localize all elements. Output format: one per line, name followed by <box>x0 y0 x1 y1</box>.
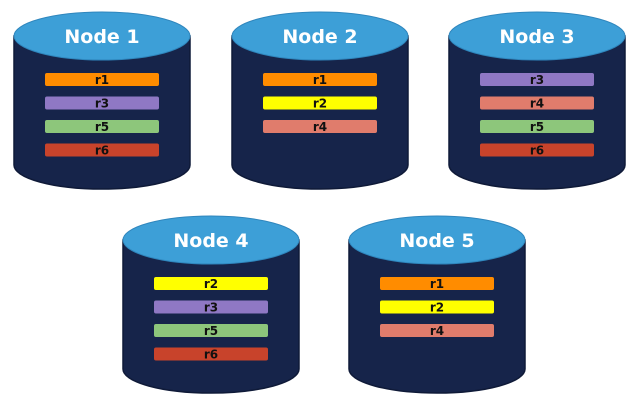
replica-bar-r1: r1 <box>263 73 377 87</box>
replica-label: r2 <box>313 97 327 111</box>
replica-label: r6 <box>204 348 218 362</box>
node-1-cylinder: Node 1 r1 r3 r5 r6 <box>13 11 191 190</box>
replica-label: r3 <box>204 301 218 315</box>
replica-bar-fill <box>380 277 494 290</box>
replica-label: r3 <box>95 97 109 111</box>
replica-bar-r3: r3 <box>45 96 159 111</box>
node-2-cylinder: Node 2 r1 r2 r4 <box>231 11 409 190</box>
node-title: Node 4 <box>173 230 248 252</box>
replica-bar-r4: r4 <box>480 96 594 111</box>
replica-label: r1 <box>95 73 109 87</box>
replica-label: r5 <box>530 120 544 134</box>
cylinder-top <box>13 11 191 61</box>
replica-bar-r1: r1 <box>45 73 159 87</box>
replica-bar-fill <box>263 73 377 86</box>
replica-bar-r5: r5 <box>45 120 159 134</box>
replica-bar-fill <box>45 96 159 110</box>
node-5-cylinder: Node 5 r1 r2 r4 <box>348 215 526 394</box>
replica-bar-fill <box>480 96 594 110</box>
replica-label: r2 <box>204 277 218 291</box>
replica-bar-r3: r3 <box>480 73 594 87</box>
cylinder-top <box>448 11 626 61</box>
node-4-cylinder: Node 4 r2 r3 r5 r6 <box>122 215 300 394</box>
node-title: Node 1 <box>64 26 139 48</box>
replica-label: r6 <box>95 144 109 158</box>
replica-bar-fill <box>154 277 268 290</box>
replica-label: r1 <box>313 73 327 87</box>
replica-bar-r1: r1 <box>380 277 494 291</box>
replica-label: r1 <box>430 277 444 291</box>
replica-bar-fill <box>45 120 159 133</box>
replica-bar-r4: r4 <box>380 324 494 338</box>
replica-label: r4 <box>530 97 544 111</box>
replica-bar-fill <box>45 73 159 86</box>
node-title: Node 2 <box>282 26 357 48</box>
replica-bar-fill <box>154 347 268 361</box>
replica-bar-fill <box>380 324 494 337</box>
replica-label: r6 <box>530 144 544 158</box>
cylinder-top <box>122 215 300 265</box>
replica-label: r5 <box>204 324 218 338</box>
replica-bar-r2: r2 <box>154 277 268 291</box>
node-title: Node 3 <box>499 26 574 48</box>
replica-label: r2 <box>430 301 444 315</box>
replica-bar-fill <box>263 120 377 133</box>
replica-bar-r5: r5 <box>154 324 268 338</box>
replica-bar-fill <box>154 300 268 314</box>
replica-bar-r6: r6 <box>480 143 594 158</box>
cylinder-top <box>231 11 409 61</box>
cylinder-top <box>348 215 526 265</box>
replica-bar-fill <box>480 120 594 133</box>
replica-label: r4 <box>430 324 444 338</box>
replica-bar-r4: r4 <box>263 120 377 134</box>
replica-bar-r2: r2 <box>380 300 494 315</box>
replica-bar-fill <box>263 96 377 110</box>
replica-bar-r5: r5 <box>480 120 594 134</box>
node-title: Node 5 <box>399 230 474 252</box>
replica-bar-r6: r6 <box>45 143 159 158</box>
node-3-cylinder: Node 3 r3 r4 r5 r6 <box>448 11 626 190</box>
replica-bar-r2: r2 <box>263 96 377 111</box>
replica-bar-fill <box>45 143 159 157</box>
replica-bar-r3: r3 <box>154 300 268 315</box>
replica-label: r4 <box>313 120 327 134</box>
replica-bar-fill <box>480 73 594 86</box>
replica-bar-r6: r6 <box>154 347 268 362</box>
replica-bar-fill <box>480 143 594 157</box>
replica-bar-fill <box>154 324 268 337</box>
replica-label: r3 <box>530 73 544 87</box>
replica-bar-fill <box>380 300 494 314</box>
replica-label: r5 <box>95 120 109 134</box>
